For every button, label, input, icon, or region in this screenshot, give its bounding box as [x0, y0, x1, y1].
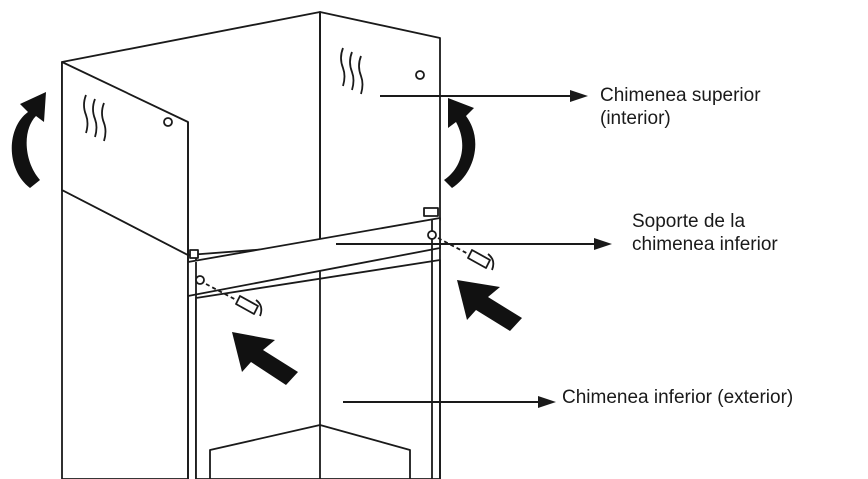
bracket-hole-right-icon [427, 230, 437, 240]
label-bracket-line2: chimenea inferior [632, 234, 778, 255]
lift-arrow-right-icon [444, 98, 476, 188]
vent-slots-right [340, 47, 364, 95]
push-arrow-left-icon [232, 332, 298, 385]
upper-chimney-back-panel [319, 11, 441, 246]
label-bracket-line1: Soporte de la [632, 211, 746, 232]
lift-arrow-left-icon [11, 92, 46, 188]
push-arrow-right-icon [457, 280, 522, 331]
lower-chimney [61, 189, 441, 479]
upper-chimney [61, 11, 441, 256]
screw-right-icon [437, 237, 495, 271]
label-upper-chimney: Chimenea superior (interior) [600, 84, 761, 130]
lower-chimney-front-panel [195, 259, 441, 479]
leader-arrow-upper-chimney [380, 90, 588, 102]
screw-hole-icon [163, 117, 173, 127]
vent-slots-left [83, 94, 107, 142]
label-lower-chimney-line1: Chimenea inferior (exterior) [562, 387, 794, 408]
label-bracket: Soporte de la chimenea inferior [632, 210, 778, 256]
label-lower-chimney: Chimenea inferior (exterior) [562, 386, 793, 409]
label-upper-chimney-line2: (interior) [600, 108, 671, 129]
screw-hole-icon [415, 70, 425, 80]
bracket-hole-left-icon [195, 275, 205, 285]
leader-arrow-bracket [336, 238, 612, 250]
screw-left-icon [205, 283, 263, 317]
lower-chimney-bracket [187, 207, 441, 297]
leader-arrow-lower-chimney [343, 396, 556, 408]
label-upper-chimney-line1: Chimenea superior [600, 85, 761, 106]
